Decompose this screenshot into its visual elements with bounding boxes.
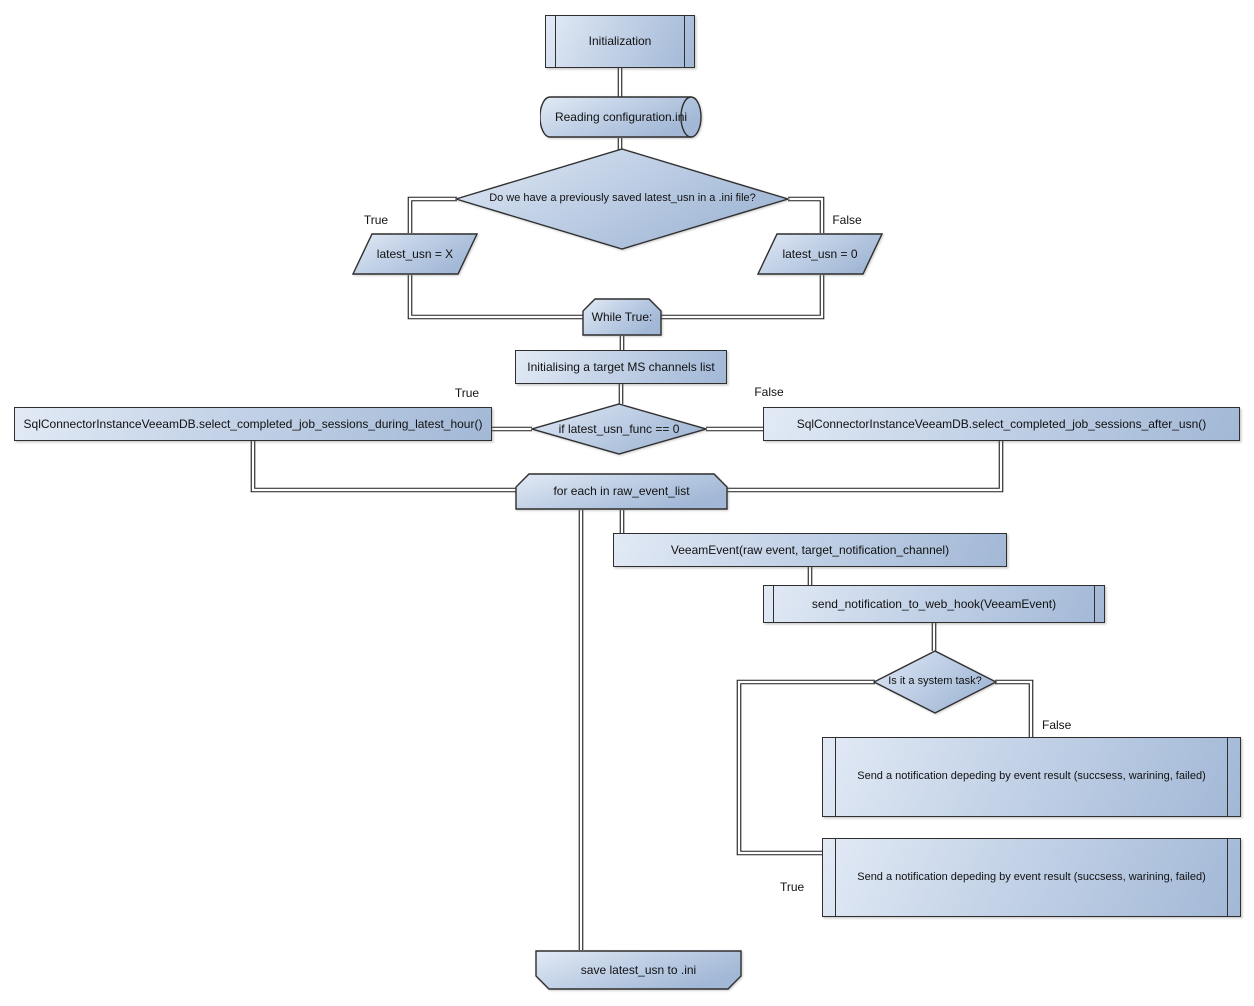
node-select-after-usn[interactable]: SqlConnectorInstanceVeeamDB.select_compl… (763, 407, 1240, 441)
node-for-each[interactable]: for each in raw_event_list (515, 473, 728, 510)
node-send-web-hook[interactable]: send_notification_to_web_hook(VeeamEvent… (763, 585, 1105, 623)
node-label: if latest_usn_func == 0 (558, 421, 680, 436)
parallelogram-shape (757, 233, 883, 275)
node-while-true[interactable]: While True: (582, 298, 662, 336)
node-label: SqlConnectorInstanceVeeamDB.select_compl… (796, 416, 1207, 431)
loop-end-shape (535, 950, 742, 990)
node-decision-system-task[interactable]: Is it a system task? (873, 650, 997, 714)
node-init-channels[interactable]: Initialising a target MS channels list (515, 350, 727, 384)
node-label: Initialization (588, 34, 652, 49)
node-label: Is it a system task? (888, 675, 982, 688)
node-label: latest_usn = 0 (782, 246, 858, 261)
node-label: send_notification_to_web_hook(VeeamEvent… (811, 596, 1057, 611)
node-label: latest_usn = X (376, 246, 454, 261)
node-label: While True: (591, 309, 653, 324)
process-shape (763, 407, 1240, 441)
node-label: for each in raw_event_list (553, 484, 690, 499)
loop-start-shape (515, 473, 728, 510)
edge-label-true: True (363, 213, 389, 227)
subroutine-shape (545, 15, 695, 68)
subroutine-bar (1094, 586, 1095, 622)
decision-shape (873, 650, 997, 714)
subroutine-bar (835, 738, 836, 816)
loop-start-shape (582, 298, 662, 336)
node-decision-saved-usn[interactable]: Do we have a previously saved latest_usn… (455, 148, 790, 250)
node-label: save latest_usn to .ini (580, 962, 697, 977)
subroutine-shape (822, 838, 1241, 917)
node-label: Do we have a previously saved latest_usn… (489, 192, 756, 205)
edge-label-false: False (1042, 718, 1072, 732)
edge-label-true: True (780, 880, 805, 894)
decision-shape (531, 403, 707, 455)
subroutine-bar (555, 16, 556, 67)
node-latest-usn-0[interactable]: latest_usn = 0 (757, 233, 883, 275)
edge-label-true: True (454, 386, 480, 400)
edge-label-false: False (832, 213, 862, 227)
subroutine-bar (773, 586, 774, 622)
process-shape (515, 350, 727, 384)
subroutine-bar (684, 16, 685, 67)
node-select-during-latest-hour[interactable]: SqlConnectorInstanceVeeamDB.select_compl… (14, 407, 492, 441)
edge-label-false: False (754, 385, 784, 399)
parallelogram-shape (352, 233, 478, 275)
node-veeam-event[interactable]: VeeamEvent(raw event, target_notificatio… (613, 533, 1007, 567)
process-shape (14, 407, 492, 441)
node-reading-configuration[interactable]: Reading configuration.ini (540, 96, 702, 138)
decision-shape (455, 148, 790, 250)
node-notify-false-branch[interactable]: Send a notification depeding by event re… (822, 737, 1241, 817)
process-shape (613, 533, 1007, 567)
subroutine-shape (763, 585, 1105, 623)
subroutine-bar (1227, 738, 1228, 816)
node-latest-usn-x[interactable]: latest_usn = X (352, 233, 478, 275)
subroutine-bar (1227, 839, 1228, 916)
subroutine-bar (835, 839, 836, 916)
subroutine-shape (822, 737, 1241, 817)
node-save-usn[interactable]: save latest_usn to .ini (535, 950, 742, 990)
cylinder-shape (540, 96, 702, 138)
node-label: Send a notification depeding by event re… (857, 870, 1206, 883)
node-label: Send a notification depeding by event re… (857, 770, 1206, 783)
node-label: Reading configuration.ini (554, 109, 688, 124)
node-label: VeeamEvent(raw event, target_notificatio… (670, 542, 950, 557)
node-label: SqlConnectorInstanceVeeamDB.select_compl… (23, 416, 483, 431)
node-notify-true-branch[interactable]: Send a notification depeding by event re… (822, 838, 1241, 917)
node-initialization[interactable]: Initialization (545, 15, 695, 68)
node-label: Initialising a target MS channels list (527, 359, 715, 374)
node-decision-usn-func[interactable]: if latest_usn_func == 0 (531, 403, 707, 455)
